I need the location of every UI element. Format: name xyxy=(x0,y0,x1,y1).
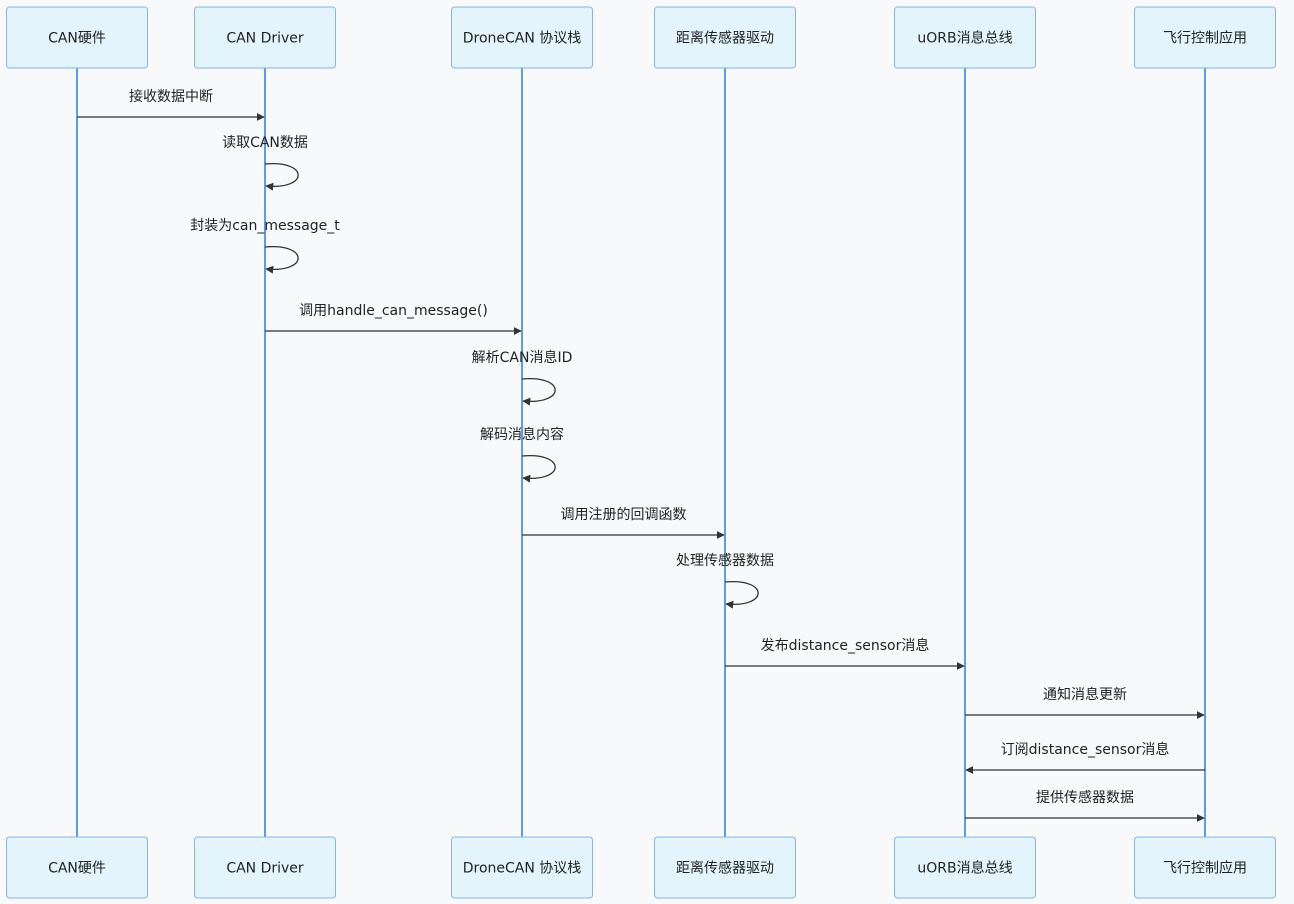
participant-box xyxy=(894,6,1036,69)
participant-box xyxy=(894,836,1036,899)
participant-label: uORB消息总线 xyxy=(917,30,1012,47)
message-label: 提供传感器数据 xyxy=(1036,789,1134,806)
self-message-arrow xyxy=(264,163,299,191)
message-6: 解码消息内容 xyxy=(480,426,564,483)
participant-label: 飞行控制应用 xyxy=(1163,30,1247,47)
participant-label: DroneCAN 协议栈 xyxy=(463,861,582,877)
self-message-arrow xyxy=(521,378,556,406)
message-label: 处理传感器数据 xyxy=(676,552,774,569)
message-9: 发布distance_sensor消息 xyxy=(725,637,965,670)
participant-box xyxy=(194,6,336,69)
message-4: 调用handle_can_message() xyxy=(265,303,522,335)
message-label: 发布distance_sensor消息 xyxy=(761,637,930,654)
participant-hw-top: CAN硬件 xyxy=(6,6,148,69)
self-message-arrow xyxy=(264,246,299,274)
message-11: 订阅distance_sensor消息 xyxy=(965,741,1205,774)
message-label: 封装为can_message_t xyxy=(190,218,340,234)
participant-uorb-bottom: uORB消息总线 xyxy=(894,836,1036,899)
participant-box xyxy=(1134,6,1276,69)
participant-box xyxy=(1134,836,1276,899)
participant-box xyxy=(451,6,593,69)
participant-sensor-top: 距离传感器驱动 xyxy=(654,6,796,69)
participant-fc-bottom: 飞行控制应用 xyxy=(1134,836,1276,899)
participant-box xyxy=(6,836,148,899)
message-label: 解析CAN消息ID xyxy=(472,349,573,366)
participant-label: CAN Driver xyxy=(226,31,304,47)
message-label: 通知消息更新 xyxy=(1043,686,1127,703)
participant-label: uORB消息总线 xyxy=(917,860,1012,877)
message-12: 提供传感器数据 xyxy=(965,789,1205,822)
message-7: 调用注册的回调函数 xyxy=(522,507,725,539)
participant-box xyxy=(6,6,148,69)
participant-label: 飞行控制应用 xyxy=(1163,860,1247,877)
participant-fc-top: 飞行控制应用 xyxy=(1134,6,1276,69)
message-10: 通知消息更新 xyxy=(965,686,1205,719)
participant-drv-top: CAN Driver xyxy=(194,6,336,69)
participant-label: DroneCAN 协议栈 xyxy=(463,31,582,47)
participants-bottom: CAN硬件 CAN Driver DroneCAN 协议栈 距离传感器驱动 uORB消息… xyxy=(6,836,1276,899)
participant-box xyxy=(451,836,593,899)
self-message-arrow xyxy=(521,455,556,483)
message-2: 读取CAN数据 xyxy=(222,134,308,191)
message-8: 处理传感器数据 xyxy=(676,552,774,609)
message-3: 封装为can_message_t xyxy=(190,218,340,274)
message-label: 调用注册的回调函数 xyxy=(561,507,687,523)
participants-top: CAN硬件 CAN Driver DroneCAN 协议栈 距离传感器驱动 uORB消息… xyxy=(6,6,1276,69)
message-label: 调用handle_can_message() xyxy=(299,303,488,319)
participant-box xyxy=(194,836,336,899)
participant-label: CAN Driver xyxy=(226,861,304,877)
participant-label: 距离传感器驱动 xyxy=(676,860,774,877)
participant-stack-top: DroneCAN 协议栈 xyxy=(451,6,593,69)
participant-box xyxy=(654,836,796,899)
participant-uorb-top: uORB消息总线 xyxy=(894,6,1036,69)
participant-stack-bottom: DroneCAN 协议栈 xyxy=(451,836,593,899)
participant-label: CAN硬件 xyxy=(48,31,106,47)
message-label: 订阅distance_sensor消息 xyxy=(1001,741,1170,758)
participant-sensor-bottom: 距离传感器驱动 xyxy=(654,836,796,899)
message-label: 读取CAN数据 xyxy=(222,134,308,151)
participant-hw-bottom: CAN硬件 xyxy=(6,836,148,899)
message-5: 解析CAN消息ID xyxy=(472,349,573,406)
participant-label: CAN硬件 xyxy=(48,861,106,877)
participant-label: 距离传感器驱动 xyxy=(676,30,774,47)
message-label: 解码消息内容 xyxy=(480,426,564,443)
participant-drv-bottom: CAN Driver xyxy=(194,836,336,899)
self-message-arrow xyxy=(724,581,759,609)
participant-box xyxy=(654,6,796,69)
message-label: 接收数据中断 xyxy=(129,88,213,105)
lifelines xyxy=(76,68,1206,837)
message-1: 接收数据中断 xyxy=(77,88,265,121)
